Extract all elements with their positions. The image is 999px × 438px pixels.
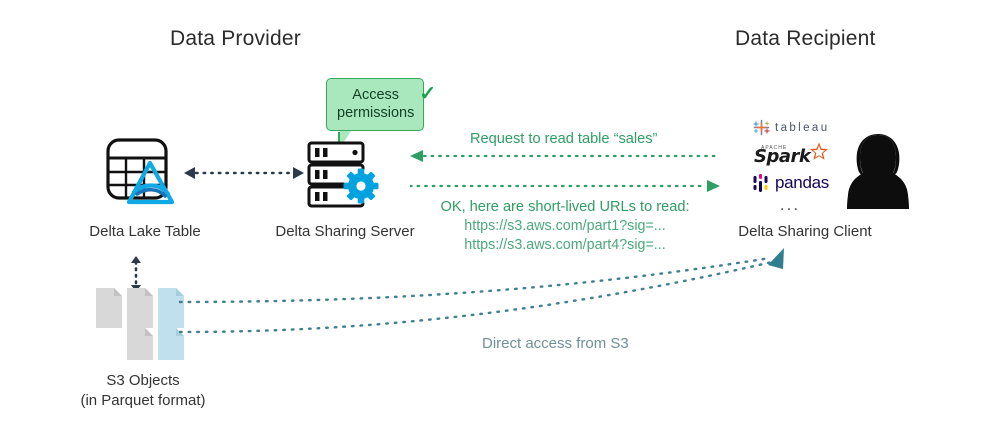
file-documents-icon xyxy=(96,288,188,365)
delta-sharing-client-label: Delta Sharing Client xyxy=(738,223,872,240)
response-flow-labels: OK, here are short-lived URLs to read: h… xyxy=(418,198,712,255)
pandas-logo-icon xyxy=(753,174,768,192)
section-title-data-provider: Data Provider xyxy=(170,27,301,50)
section-title-data-recipient: Data Recipient xyxy=(735,27,876,50)
callout-line-2: permissions xyxy=(337,105,415,121)
s3-objects-label-line-2: (in Parquet format) xyxy=(80,392,206,409)
dotted-curve-arrow-icon xyxy=(170,240,810,355)
dotted-arrow-left-icon xyxy=(410,148,722,169)
ellipsis-icon: ... xyxy=(779,195,801,214)
spark-logo-text: Spark xyxy=(754,146,811,167)
tableau-logo-row: tableau xyxy=(752,118,830,137)
server-gear-icon xyxy=(305,140,387,217)
delta-lake-table-label: Delta Lake Table xyxy=(89,223,201,240)
response-url-2: https://s3.aws.com/part4?sig=... xyxy=(464,237,666,253)
dotted-arrow-right-icon xyxy=(408,178,720,199)
direct-access-label: Direct access from S3 xyxy=(482,335,629,352)
callout-tail xyxy=(340,131,351,148)
callout-line-1: Access xyxy=(352,87,400,103)
dotted-double-arrow-icon xyxy=(184,163,304,188)
response-flow-label: OK, here are short-lived URLs to read: xyxy=(440,199,690,215)
pandas-logo-text: pandas xyxy=(775,173,829,192)
tableau-logo-text: tableau xyxy=(775,121,830,134)
response-url-1: https://s3.aws.com/part1?sig=... xyxy=(464,218,666,234)
s3-objects-label-line-1: S3 Objects xyxy=(106,372,180,389)
spark-logo-row: APACHE Spark xyxy=(754,142,830,167)
s3-objects-label: S3 Objects (in Parquet format) xyxy=(48,371,238,411)
delta-lake-table-icon xyxy=(104,136,182,217)
client-logos-group: tableau APACHE Spark xyxy=(752,118,830,215)
check-mark-icon: ✓ xyxy=(419,83,437,105)
spark-logo-icon xyxy=(810,142,829,160)
delta-sharing-server-label: Delta Sharing Server xyxy=(275,223,415,240)
request-flow-label: Request to read table “sales” xyxy=(470,131,658,147)
tableau-logo-icon xyxy=(753,119,770,136)
access-permissions-callout: Access permissions ✓ xyxy=(326,78,436,148)
person-avatar-icon xyxy=(846,133,910,216)
pandas-logo-row: pandas xyxy=(752,173,830,193)
spark-apache-text: APACHE xyxy=(761,145,788,151)
